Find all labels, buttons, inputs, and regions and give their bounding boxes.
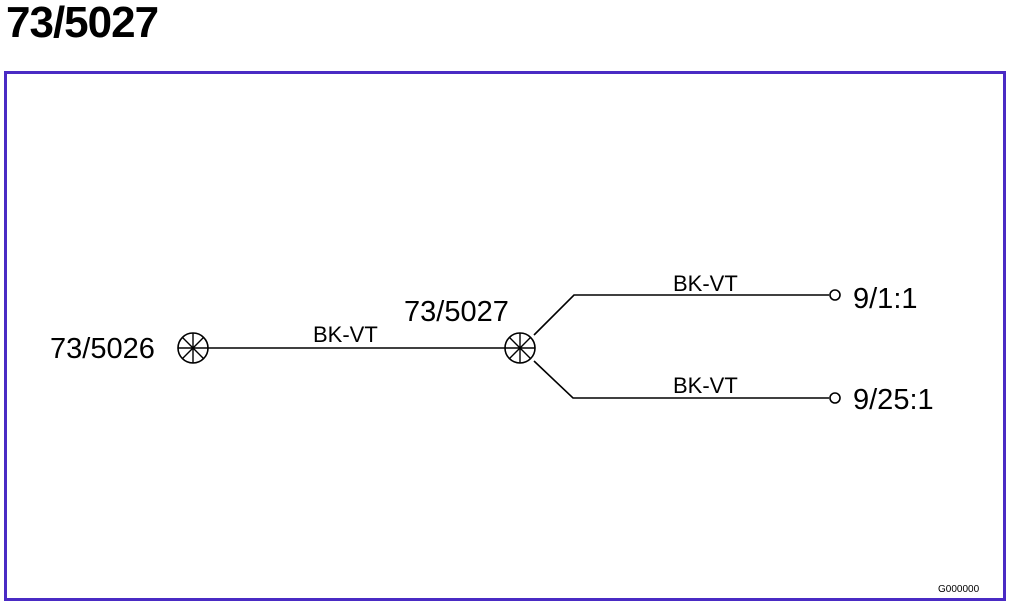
- node-label-terminal-top: 9/1:1: [853, 283, 918, 315]
- wire-label-left: BK-VT: [313, 322, 378, 347]
- wire-label-bottom: BK-VT: [673, 373, 738, 398]
- wire-center-to-top: [533, 294, 829, 336]
- terminal-icon: [829, 392, 841, 404]
- figure-code: G000000: [938, 584, 980, 595]
- node-label-left-splice: 73/5026: [50, 333, 155, 365]
- node-label-center-splice: 73/5027: [404, 296, 509, 328]
- page-title: 73/5027: [6, 0, 159, 47]
- splice-icon: [177, 332, 209, 364]
- diagram-frame: [4, 71, 1006, 601]
- terminal-icon: [829, 289, 841, 301]
- splice-icon: [504, 332, 536, 364]
- wire-center-to-bottom: [533, 360, 829, 399]
- wire-label-top: BK-VT: [673, 271, 738, 296]
- node-label-terminal-bottom: 9/25:1: [853, 384, 934, 416]
